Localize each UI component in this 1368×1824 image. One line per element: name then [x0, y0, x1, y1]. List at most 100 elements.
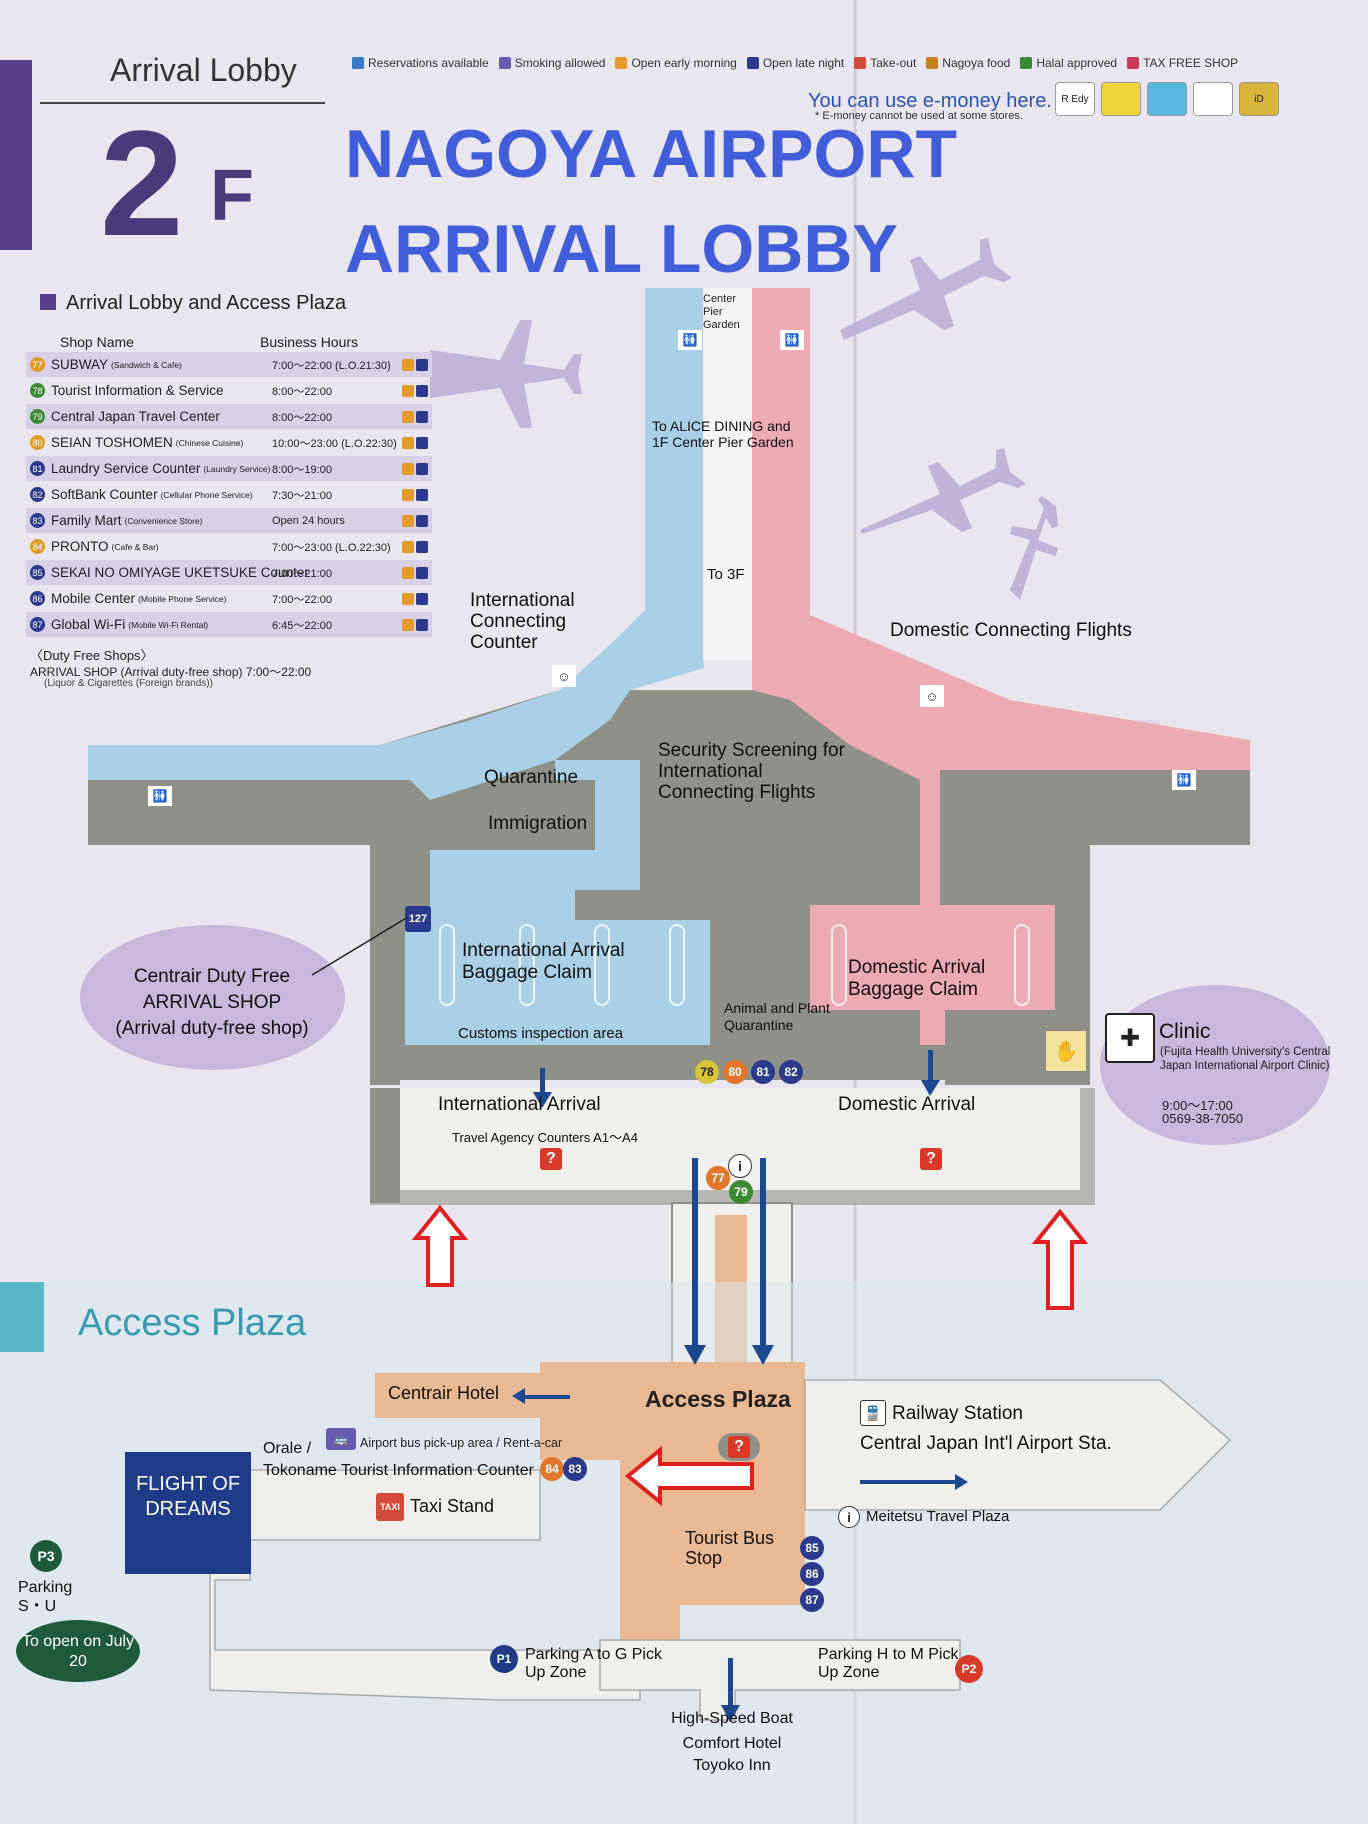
bus-icon: 🚌 [326, 1428, 356, 1450]
shop-badge: 77 [706, 1166, 730, 1190]
shop-number-badge: 78 [30, 383, 45, 398]
legend-item: Open late night [746, 56, 844, 70]
bottom-inn-label: Toyoko Inn [693, 1757, 771, 1774]
to-3f-label: To 3F [707, 566, 745, 583]
shop-badge: 85 [800, 1536, 824, 1560]
late-night-icon [416, 436, 428, 449]
parking-p1-badge: P1 [490, 1645, 518, 1673]
floor-bar [0, 60, 32, 250]
legend-item: Reservations available [352, 56, 489, 70]
page-title: Arrival Lobby [110, 52, 297, 88]
floor-number: 2 [100, 99, 184, 267]
overlay-title-line2: ARRIVAL LOBBY [345, 211, 898, 287]
duty-free-row: ARRIVAL SHOP (Arrival duty-free shop) 7:… [30, 665, 312, 679]
late-night-icon [416, 540, 428, 553]
shop-service-icons [402, 384, 428, 397]
intl-connecting-label: International Connecting Counter [470, 590, 575, 653]
early-morning-icon [402, 566, 414, 579]
late-night-icon [416, 514, 428, 527]
late-night-icon [416, 358, 428, 371]
railway-label: Railway Station [892, 1403, 1023, 1424]
legend-item: Take-out [854, 56, 916, 70]
information-staff-icon: ☺ [552, 665, 576, 687]
access-plaza-label: Access Plaza [645, 1386, 791, 1412]
legend-swatch-icon [926, 57, 939, 69]
shop-service-icons [402, 488, 428, 501]
plane-icon [430, 238, 1058, 600]
restroom-icon: 🚻 [1172, 770, 1196, 790]
walkway-arrows [512, 1050, 968, 1722]
shop-name: Mobile Center [51, 591, 136, 606]
shop-badge: 81 [751, 1060, 775, 1084]
shop-badge: 82 [779, 1060, 803, 1084]
legend-swatch-icon [854, 57, 867, 69]
taxi-icon: TAXI [376, 1493, 404, 1521]
duty-free-sub: (Liquor & Cigarettes (Foreign brands)) [44, 678, 213, 689]
to-alice-label: To ALICE DINING and 1F Center Pier Garde… [652, 418, 794, 450]
shop-hours: 8:00～22:00 [272, 385, 332, 398]
shop-name: Global Wi-Fi [51, 617, 126, 632]
legend-swatch-icon [615, 57, 628, 69]
clinic-hours: 9:00～17:00 [1162, 1098, 1233, 1113]
shop-hours: 8:00～22:00 [272, 411, 332, 424]
shop-badge: 78 [695, 1060, 719, 1084]
late-night-icon [416, 592, 428, 605]
shop-number-badge: 80 [30, 435, 45, 450]
shop-category: (Cafe & Bar) [111, 541, 159, 552]
help-desk-icon: ? [540, 1148, 562, 1170]
legend-swatch-icon [746, 57, 759, 69]
shop-hours: 7:00～22:00 [272, 593, 332, 606]
shop-list-columns: Shop Name Business Hours [60, 334, 359, 350]
clinic-callout [1100, 985, 1330, 1145]
duty-free-line2: ARRIVAL SHOP [142, 992, 282, 1013]
legend-item: Smoking allowed [498, 56, 605, 70]
domestic-zone [752, 288, 1250, 1045]
legend-swatch-icon [498, 57, 511, 69]
shop-category: (Mobile Phone Service) [138, 593, 227, 604]
legend-swatch-icon [1127, 57, 1140, 69]
duty-free-line1: Centrair Duty Free [133, 966, 291, 987]
quarantine-label: Quarantine [484, 767, 579, 788]
orale-label: Orale / [263, 1440, 312, 1457]
shop-hours: Open 24 hours [272, 514, 345, 527]
title-rule [40, 102, 325, 104]
early-morning-icon [402, 618, 414, 631]
shop-badge: 80 [723, 1060, 747, 1084]
legend-item: Nagoya food [926, 56, 1010, 70]
clinic-icon: ✚ [1105, 1013, 1155, 1063]
duty-free-heading: 〈Duty Free Shops〉 [30, 648, 154, 663]
early-morning-icon [402, 462, 414, 475]
shop-hours: 7:00～21:00 [272, 567, 332, 580]
legend-item: Open early morning [615, 56, 737, 70]
shop-number-badge: 79 [30, 409, 45, 424]
shop-service-icons [402, 592, 428, 605]
travel-agency-label: Travel Agency Counters A1～A4 [452, 1130, 638, 1145]
parking-hm-label: Parking H to M Pick Up Zone [818, 1646, 959, 1681]
flight-of-dreams: FLIGHT OF DREAMS [125, 1452, 251, 1574]
shop-service-icons [402, 618, 428, 631]
international-zone [88, 288, 710, 1045]
late-night-icon [416, 488, 428, 501]
railway-sub-label: Central Japan Int'l Airport Sta. [860, 1433, 1112, 1454]
shop-hours: 7:00～23:00 (L.O.22:30) [272, 541, 391, 554]
emoney-icons: R Edy iD [1055, 82, 1279, 116]
shop-list-title: Arrival Lobby and Access Plaza [40, 292, 346, 315]
early-morning-icon [402, 358, 414, 371]
emoney-text: You can use e-money here. [808, 90, 1052, 112]
shop-number-badge: 82 [30, 487, 45, 502]
shop-number-badge: 83 [30, 513, 45, 528]
early-morning-icon [402, 514, 414, 527]
shop-hours: 10:00～23:00 (L.O.22:30) [272, 437, 397, 450]
information-icon: i [838, 1506, 860, 1528]
restroom-icon: 🚻 [780, 330, 804, 350]
shop-category: (Cellular Phone Service) [160, 489, 253, 500]
shop-name: SEIAN TOSHOMEN [51, 435, 173, 450]
legend-item: TAX FREE SHOP [1127, 56, 1238, 70]
duty-free-badge: 127 [405, 906, 431, 932]
security-label: Security Screening for International Con… [658, 740, 845, 803]
early-morning-icon [402, 592, 414, 605]
